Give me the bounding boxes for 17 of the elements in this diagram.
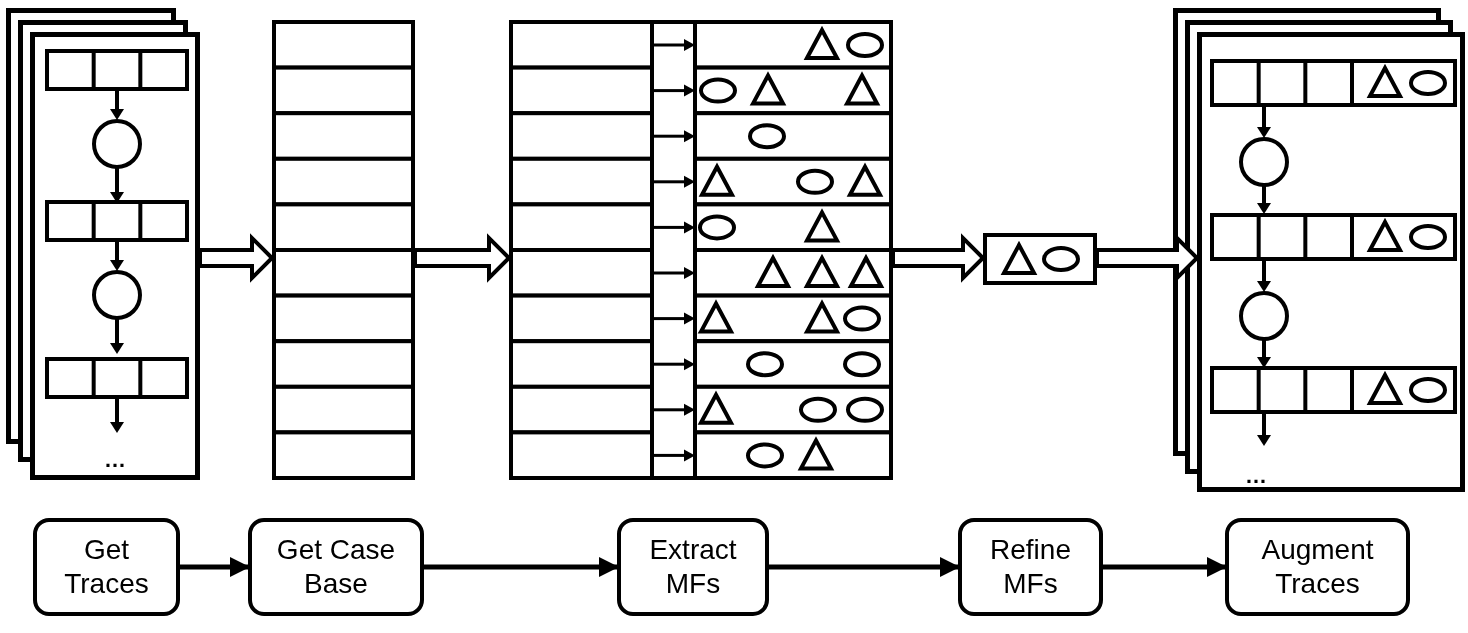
process-box: Extract MFs (617, 518, 769, 616)
arrow (424, 557, 619, 577)
process-box: Refine MFs (958, 518, 1103, 616)
arrow (891, 233, 986, 283)
arrow (1103, 557, 1227, 577)
arrow (769, 557, 960, 577)
arrow (198, 233, 275, 283)
ellipsis-text: … (103, 449, 127, 471)
motif-box (983, 233, 1097, 285)
arrow (1095, 233, 1200, 283)
arrow (180, 557, 250, 577)
process-box: Augment Traces (1225, 518, 1410, 616)
trace-card (30, 32, 200, 480)
process-box: Get Traces (33, 518, 180, 616)
process-box: Get Case Base (248, 518, 424, 616)
ellipsis-text: … (1244, 465, 1268, 487)
arrow (413, 233, 512, 283)
